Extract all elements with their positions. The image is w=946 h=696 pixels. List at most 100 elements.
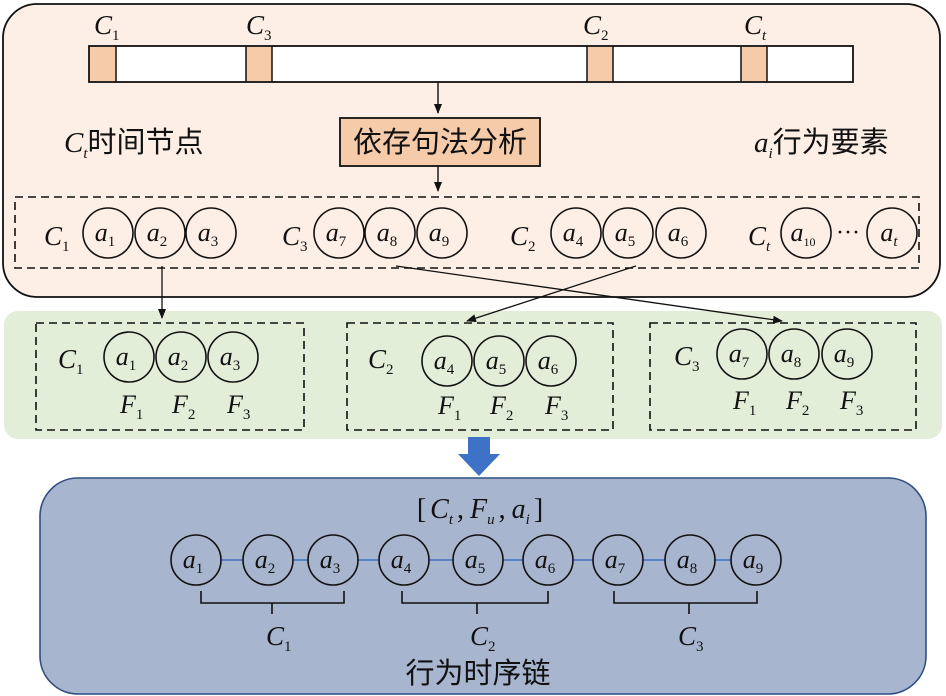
- chain-node-a3-label: a3: [320, 545, 341, 577]
- chain-node-a6-circle: [522, 534, 574, 586]
- legend-time-node: Ct时间节点: [64, 125, 204, 162]
- chain-node-a1: a1: [170, 534, 222, 586]
- chain-node-a4-circle: [378, 534, 430, 586]
- middle-node-a4-circle: [421, 335, 473, 387]
- arrow-c3-to-middle: [395, 265, 783, 324]
- top-node-a10-circle: [780, 207, 832, 259]
- brace-c1: [200, 591, 345, 614]
- middle-node-a6-circle: [525, 335, 577, 387]
- top-group-ellipsis: ···: [836, 220, 860, 246]
- bar-label-c2: C2: [583, 10, 609, 44]
- top-node-a10: a10: [780, 207, 832, 259]
- middle-node-a7: a7: [716, 328, 768, 380]
- top-node-a8-label: a8: [377, 218, 398, 250]
- middle-node-a6: a6: [525, 335, 577, 387]
- chain-node-a4-label: a4: [391, 545, 412, 577]
- top-node-a9-circle: [416, 207, 468, 259]
- middle-node-a8: a8: [768, 328, 820, 380]
- middle-group-label-c3: C3: [674, 341, 700, 375]
- top-node-a9: a9: [416, 207, 468, 259]
- top-group-label-ct: Ct: [748, 221, 771, 255]
- chain-node-a8-label: a8: [677, 545, 698, 577]
- chain-node-a3-circle: [307, 534, 359, 586]
- top-node-a3-label: a3: [198, 218, 219, 250]
- top-node-a6-circle: [655, 207, 707, 259]
- feature-label-f2: F2: [489, 391, 513, 424]
- chain-node-a9-label: a9: [743, 545, 764, 577]
- middle-node-a5-label: a5: [486, 346, 507, 378]
- arrow-c2-to-middle: [466, 265, 637, 323]
- bottom-panel: [39, 477, 927, 695]
- process-box: [339, 117, 541, 167]
- middle-node-a3-label: a3: [220, 342, 241, 374]
- chain-node-a1-circle: [170, 534, 222, 586]
- timeline-cell: [90, 47, 116, 81]
- top-node-a4-circle: [550, 207, 602, 259]
- middle-node-a9-circle: [821, 328, 873, 380]
- chain-node-a8: a8: [664, 534, 716, 586]
- top-node-a5-circle: [602, 207, 654, 259]
- chain-node-a5-circle: [452, 534, 504, 586]
- middle-node-a5-circle: [473, 335, 525, 387]
- top-node-a7: a7: [313, 207, 365, 259]
- top-group-label-c2: C2: [510, 221, 536, 255]
- middle-node-a1: a1: [103, 331, 155, 383]
- brace-label-c2: C2: [470, 621, 496, 655]
- timeline-cell: [741, 47, 767, 81]
- timeline-cell: [246, 47, 272, 81]
- chain-node-a2-circle: [242, 534, 294, 586]
- chain-node-a6: a6: [522, 534, 574, 586]
- brace-c2: [401, 591, 549, 614]
- chain-node-a2-label: a2: [255, 545, 276, 577]
- feature-label-f2: F2: [785, 386, 809, 419]
- top-node-at-circle: [866, 207, 918, 259]
- top-node-a8: a8: [364, 207, 416, 259]
- middle-node-a2-circle: [155, 331, 207, 383]
- chain-node-a7-label: a7: [605, 545, 626, 577]
- middle-node-a8-label: a8: [781, 339, 802, 371]
- feature-label-f1: F1: [437, 391, 461, 424]
- legend-behavior-element: ai行为要素: [754, 125, 889, 162]
- middle-node-a9-label: a9: [834, 339, 855, 371]
- top-groups-dashed-box: [14, 196, 920, 269]
- bar-label-c3: C3: [246, 10, 272, 44]
- chain-node-a1-label: a1: [183, 545, 204, 577]
- feature-label-f1: F1: [119, 390, 143, 423]
- chain-node-a7: a7: [592, 534, 644, 586]
- top-node-a6: a6: [655, 207, 707, 259]
- middle-node-a7-circle: [716, 328, 768, 380]
- down-arrow-icon: [458, 437, 500, 476]
- top-group-label-c3: C3: [282, 221, 308, 255]
- top-node-a4-label: a4: [563, 218, 584, 250]
- middle-node-a3-circle: [207, 331, 259, 383]
- chain-node-a9: a9: [730, 534, 782, 586]
- middle-group-box-c3: [649, 322, 917, 431]
- feature-label-f2: F2: [171, 390, 195, 423]
- timeline-bar: [88, 45, 854, 83]
- middle-node-a2-label: a2: [168, 342, 189, 374]
- middle-group-label-c2: C2: [368, 344, 394, 378]
- middle-node-a8-circle: [768, 328, 820, 380]
- brace-c3: [613, 591, 758, 614]
- top-node-a1-label: a1: [95, 218, 116, 250]
- bar-label-c1: C1: [94, 10, 120, 44]
- top-node-a2: a2: [134, 207, 186, 259]
- chain-node-a2: a2: [242, 534, 294, 586]
- top-node-a6-label: a6: [668, 218, 689, 250]
- process-label: 依存句法分析: [353, 125, 527, 159]
- top-node-a8-circle: [364, 207, 416, 259]
- top-node-a7-label: a7: [326, 218, 347, 250]
- top-node-a10-label: a10: [791, 218, 816, 249]
- top-node-a5-label: a5: [615, 218, 636, 250]
- top-node-at: at: [866, 207, 918, 259]
- top-node-a3: a3: [185, 207, 237, 259]
- chain-node-a9-circle: [730, 534, 782, 586]
- top-node-a5: a5: [602, 207, 654, 259]
- chain-node-a5: a5: [452, 534, 504, 586]
- top-node-a1: a1: [82, 207, 134, 259]
- middle-node-a9: a9: [821, 328, 873, 380]
- top-node-a9-label: a9: [429, 218, 450, 250]
- middle-node-a6-label: a6: [538, 346, 559, 378]
